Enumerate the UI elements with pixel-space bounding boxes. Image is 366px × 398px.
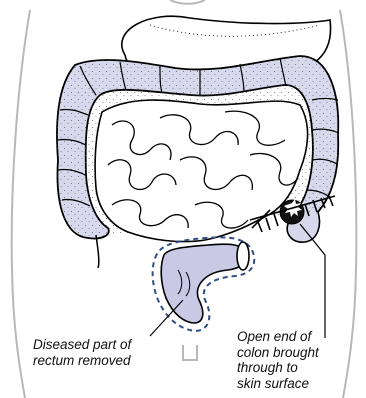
stoma-label-line-4: skin surface — [237, 376, 319, 392]
appendix — [96, 235, 99, 268]
rectum-leader-line — [150, 300, 183, 336]
stoma-label-line-2: colon brought — [237, 345, 319, 361]
body-left-edge — [12, 10, 30, 398]
rectum-cut-end — [237, 242, 249, 270]
rectum-label-line-1: Diseased part of — [33, 337, 131, 353]
rectum-label: Diseased part of rectum removed — [33, 337, 131, 368]
stoma-label-line-1: Open end of — [237, 329, 319, 345]
navel-line — [170, 0, 205, 4]
removed-rectum — [161, 244, 246, 323]
stoma-label-line-3: through to — [237, 360, 319, 376]
rectum-label-line-2: rectum removed — [33, 353, 131, 369]
pubic-mark — [183, 345, 197, 360]
stoma-label: Open end of colon brought through to ski… — [237, 329, 319, 391]
stoma — [280, 199, 304, 224]
body-right-edge — [340, 10, 356, 398]
